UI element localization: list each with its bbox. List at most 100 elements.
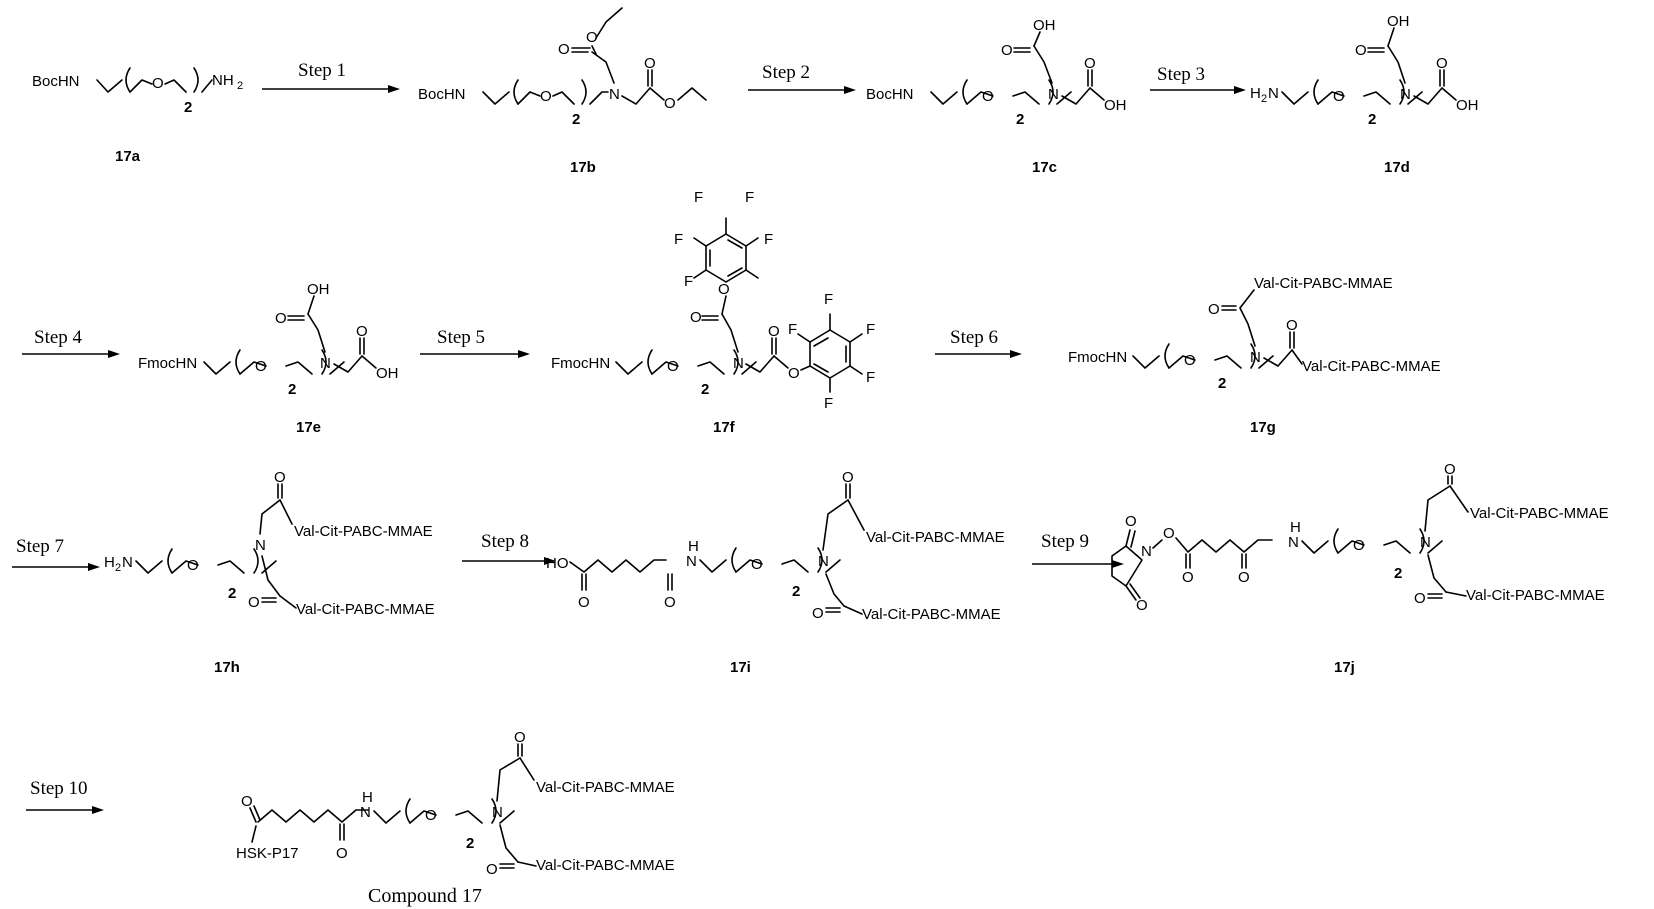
- peg-repeat: 2: [1218, 375, 1226, 392]
- molecule-17i: HO O O H N O 2 N O Val-Cit-PABC-MMAE O V…: [546, 469, 1005, 676]
- fluorine: F: [694, 189, 703, 206]
- payload-label: Val-Cit-PABC-MMAE: [1302, 358, 1441, 375]
- ether-o: O: [1184, 352, 1196, 369]
- label-17e: 17e: [296, 419, 321, 436]
- hydroxyl: OH: [307, 281, 330, 298]
- carbonyl-o: O: [812, 605, 824, 622]
- h2n-n: N: [1268, 85, 1279, 102]
- molecule-17f: FmocHN O 2 N O O F F F F F O O F F F F F…: [551, 189, 875, 436]
- h2n-label: H: [1250, 85, 1261, 102]
- carbonyl-o: O: [1238, 569, 1250, 586]
- hydroxyl: OH: [1104, 97, 1127, 114]
- step-9-label: Step 9: [1041, 531, 1089, 552]
- amine-n: N: [320, 355, 331, 372]
- ether-o: O: [1333, 88, 1345, 105]
- carbonyl-o: O: [336, 845, 348, 862]
- step-7-arrow: Step 7: [12, 536, 100, 571]
- fmoc-label: FmocHN: [138, 355, 197, 372]
- carbonyl-o: O: [1084, 55, 1096, 72]
- payload-label: Val-Cit-PABC-MMAE: [296, 601, 435, 618]
- ether-o: O: [1353, 537, 1365, 554]
- peg-repeat: 2: [792, 583, 800, 600]
- peg-repeat: 2: [288, 381, 296, 398]
- ester-o: O: [1163, 525, 1175, 542]
- amine-n: N: [818, 553, 829, 570]
- carbonyl-o: O: [1208, 301, 1220, 318]
- step-10-label: Step 10: [30, 778, 88, 799]
- peg-repeat: 2: [184, 99, 192, 116]
- step-5-label: Step 5: [437, 327, 485, 348]
- amine-sub: 2: [237, 80, 243, 92]
- step-6-arrow: Step 6: [935, 327, 1022, 358]
- amine-n: N: [1250, 349, 1261, 366]
- molecule-17a: BocHN O 2 NH 2 17a: [32, 68, 243, 165]
- peg-repeat: 2: [1394, 565, 1402, 582]
- carbonyl-o: O: [275, 310, 287, 327]
- payload-label: Val-Cit-PABC-MMAE: [1466, 587, 1605, 604]
- fluorine: F: [866, 321, 875, 338]
- fluorine: F: [674, 231, 683, 248]
- amine-n: N: [255, 537, 266, 554]
- hydroxyl: OH: [1387, 13, 1410, 30]
- ether-o: O: [152, 75, 164, 92]
- fluorine: F: [788, 321, 797, 338]
- payload-label: Val-Cit-PABC-MMAE: [294, 523, 433, 540]
- fluorine: F: [824, 395, 833, 412]
- acid-label: HO: [546, 555, 569, 572]
- fluorine: F: [745, 189, 754, 206]
- hydroxyl: OH: [376, 365, 399, 382]
- compound-17-label: Compound 17: [368, 885, 482, 907]
- carbonyl-o: O: [514, 729, 526, 746]
- payload-label: Val-Cit-PABC-MMAE: [536, 779, 675, 796]
- ester-o: O: [664, 95, 676, 112]
- carbonyl-o: O: [1286, 317, 1298, 334]
- ester-o: O: [718, 281, 730, 298]
- carbonyl-o: O: [664, 594, 676, 611]
- step-8-label: Step 8: [481, 531, 529, 552]
- step-2-arrow: Step 2: [748, 62, 856, 94]
- ether-o: O: [255, 358, 267, 375]
- step-6-label: Step 6: [950, 327, 998, 348]
- carbonyl-o: O: [768, 323, 780, 340]
- molecule-17c: BocHN O 2 N O OH O OH 17c: [866, 17, 1127, 176]
- carbonyl-o: O: [1436, 55, 1448, 72]
- ether-o: O: [187, 557, 199, 574]
- thioether-o: O: [241, 793, 253, 810]
- step-7-label: Step 7: [16, 536, 64, 557]
- ether-o: O: [425, 807, 437, 824]
- molecule-compound-17: O HSK-P17 O H N O 2 N O Val-Cit-PABC-MMA…: [236, 729, 675, 907]
- label-17c: 17c: [1032, 159, 1057, 176]
- carbonyl-o: O: [1136, 597, 1148, 614]
- carbonyl-o: O: [558, 41, 570, 58]
- ester-o: O: [788, 365, 800, 382]
- label-17d: 17d: [1384, 159, 1410, 176]
- carbonyl-o: O: [1125, 513, 1137, 530]
- amide-n: N: [686, 553, 697, 570]
- carbonyl-o: O: [248, 594, 260, 611]
- hydroxyl: OH: [1456, 97, 1479, 114]
- carbonyl-o: O: [274, 469, 286, 486]
- label-17h: 17h: [214, 659, 240, 676]
- step-4-label: Step 4: [34, 327, 83, 348]
- imide-n: N: [1141, 543, 1152, 560]
- amine-n: N: [1048, 86, 1059, 103]
- peg-repeat: 2: [1368, 111, 1376, 128]
- hydroxyl: OH: [1033, 17, 1056, 34]
- payload-label: Val-Cit-PABC-MMAE: [1254, 275, 1393, 292]
- amine-n: N: [733, 355, 744, 372]
- fmoc-label: FmocHN: [1068, 349, 1127, 366]
- label-17i: 17i: [730, 659, 751, 676]
- boc-label: BocHN: [866, 86, 914, 103]
- step-4-arrow: Step 4: [22, 327, 120, 358]
- molecule-17b: BocHN O 2 N O O O O 17b: [418, 8, 706, 176]
- h2n-n: N: [122, 554, 133, 571]
- carbonyl-o: O: [1414, 590, 1426, 607]
- h2n-label: H: [104, 554, 115, 571]
- step-3-label: Step 3: [1157, 64, 1205, 85]
- carbonyl-o: O: [1444, 461, 1456, 478]
- step-10-arrow: Step 10: [26, 778, 104, 814]
- molecule-17d: H 2 N O 2 N O OH O OH 17d: [1250, 13, 1479, 176]
- fluorine: F: [824, 291, 833, 308]
- payload-label: Val-Cit-PABC-MMAE: [536, 857, 675, 874]
